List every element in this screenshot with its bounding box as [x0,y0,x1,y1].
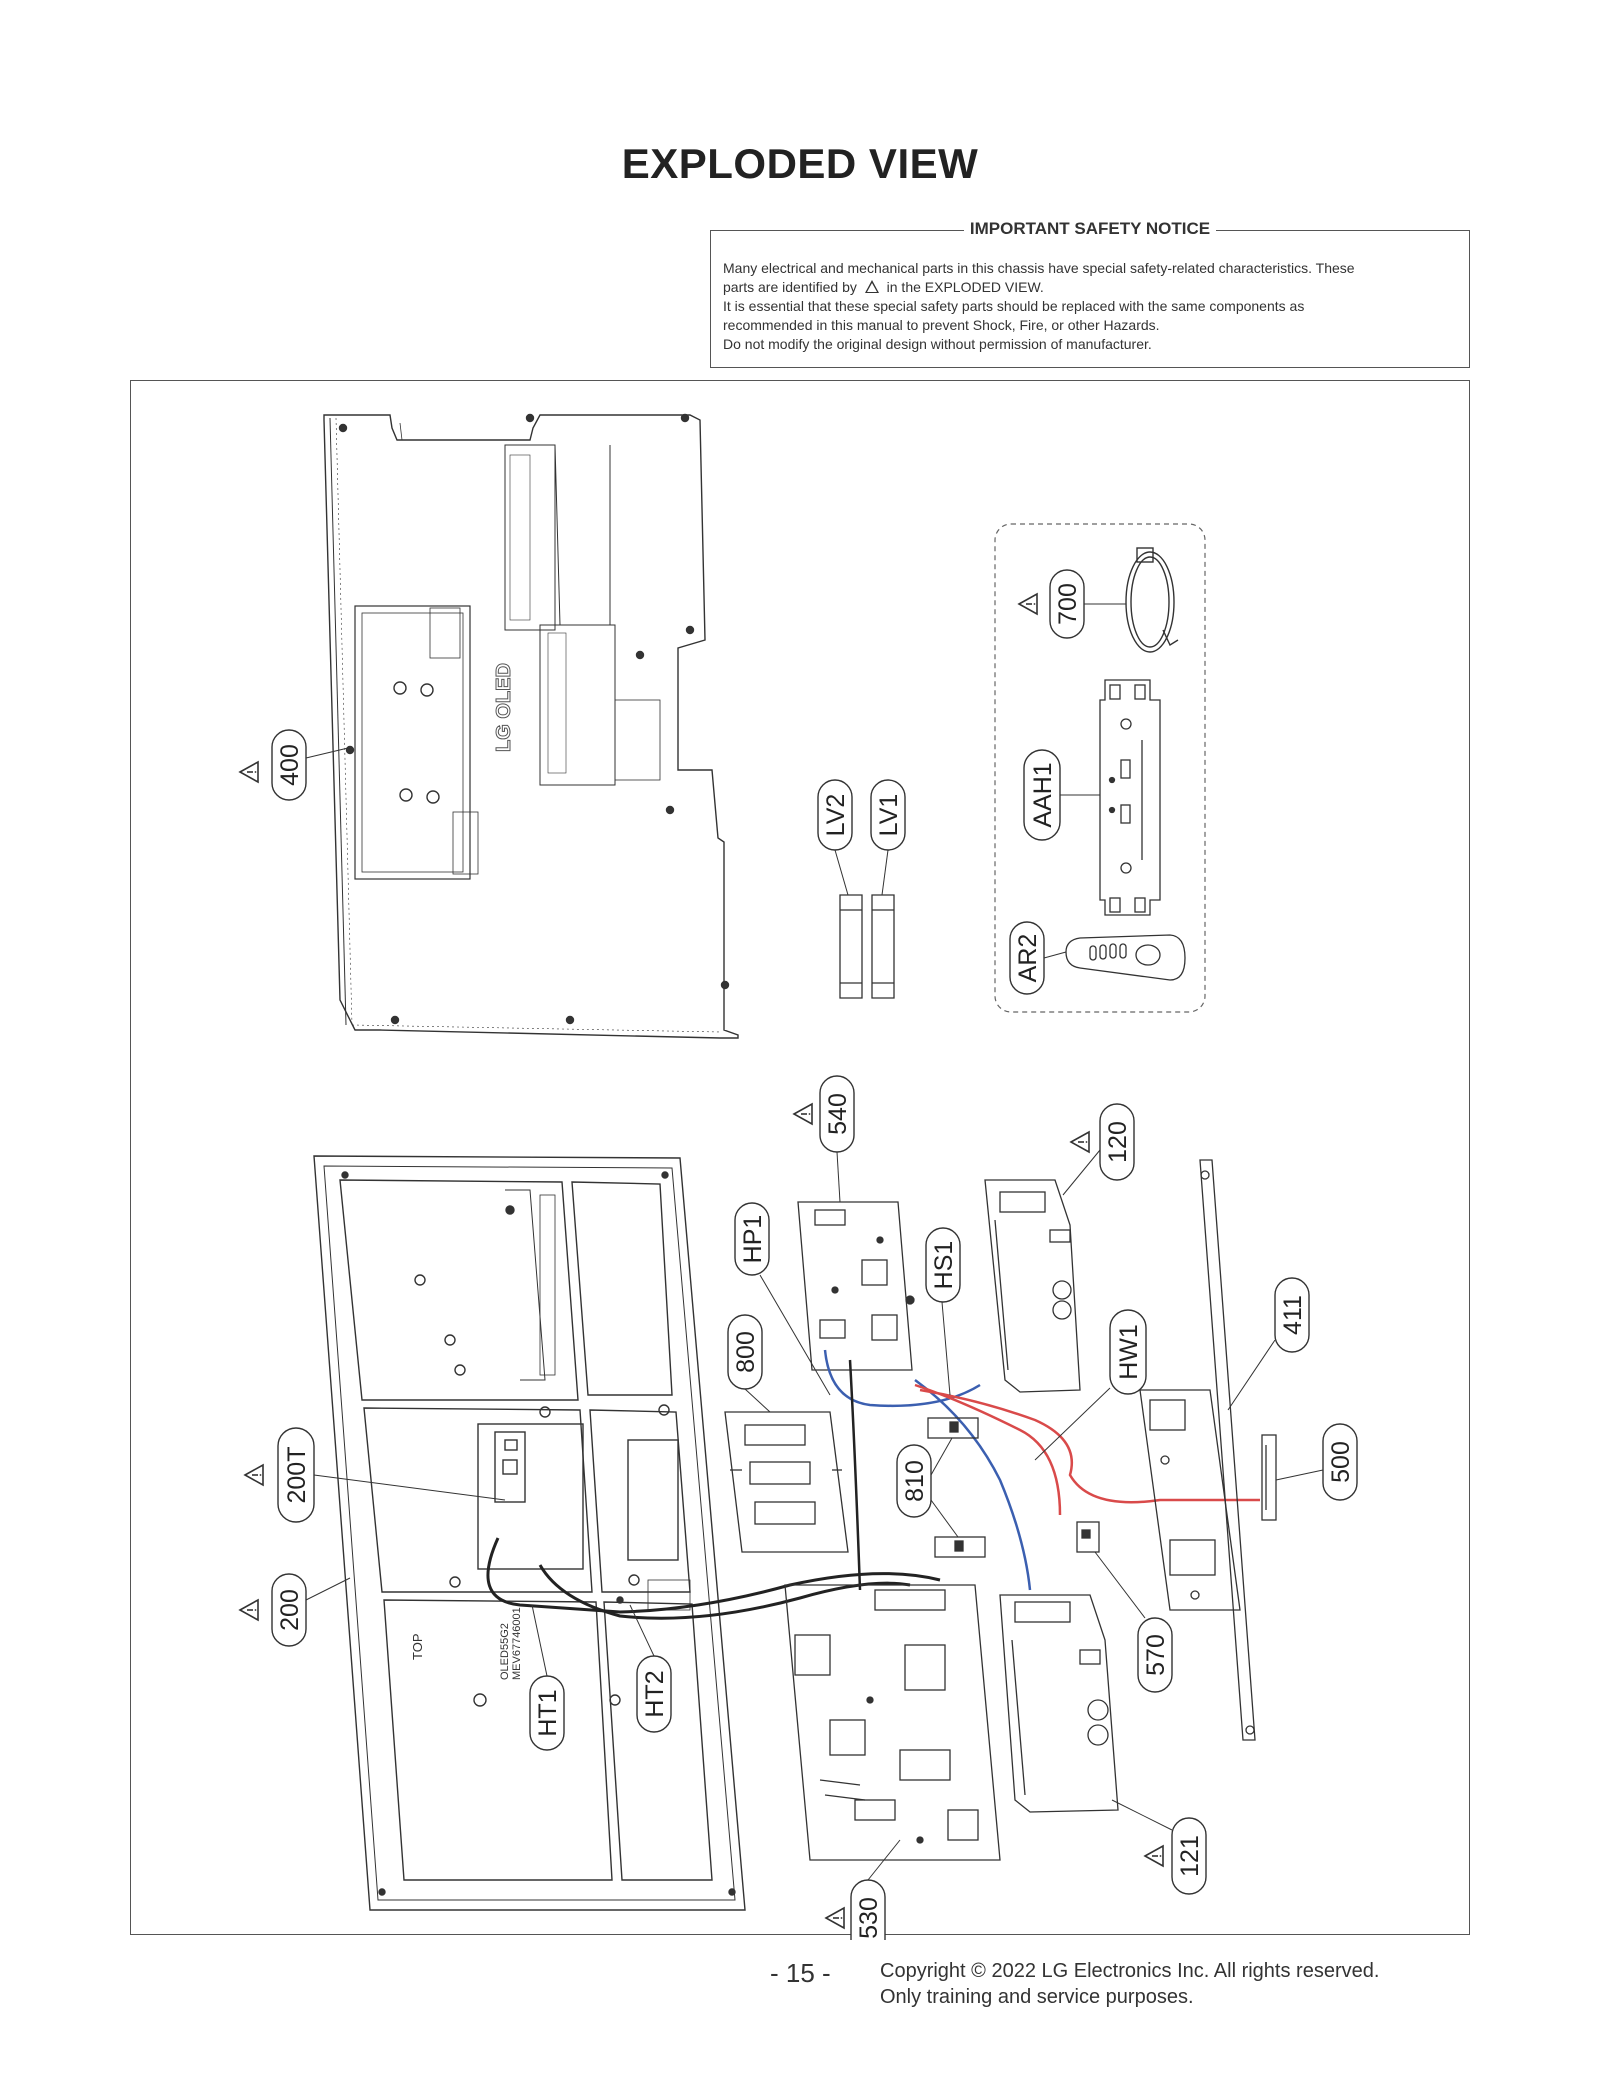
part-500 [1261,1434,1277,1521]
callout-500: 500 [1275,1423,1358,1501]
cover-model-code: OLED55G2 [499,1623,511,1680]
callout-hp1: HP1 [734,1202,831,1396]
svg-text:LV1: LV1 [875,794,903,837]
safety-notice-title: IMPORTANT SAFETY NOTICE [963,219,1217,238]
copyright: Copyright © 2022 LG Electronics Inc. All… [880,1960,1380,2008]
remote-ar2 [1065,934,1186,981]
chassis-200 [313,1155,746,1911]
cover-part-code: MEV67746001 [511,1607,523,1680]
svg-text:LV2: LV2 [822,794,850,837]
callout-200: 200 [239,1573,351,1647]
svg-text:530: 530 [855,1897,883,1939]
svg-text:540: 540 [824,1093,852,1135]
callout-hw1: HW1 [1034,1309,1147,1461]
callout-ar2: AR2 [1009,921,1067,995]
board-530 [784,1584,1001,1861]
wire-black [848,1359,862,1591]
speaker-121 [999,1594,1119,1813]
stand-411 [1139,1159,1256,1741]
callout-120: 120 [1062,1103,1135,1196]
page-title: EXPLODED VIEW [621,140,979,187]
notice-line: Many electrical and mechanical parts in … [723,260,1355,276]
svg-text:HT2: HT2 [641,1670,669,1717]
callout-700: 700 [1018,569,1126,639]
callout-530: 530 [825,1839,901,1940]
callout-aah1: AAH1 [1023,749,1100,841]
svg-text:500: 500 [1327,1441,1355,1483]
notice-line: parts are identified by in the EXPLODED … [723,279,1044,295]
callout-lv1: LV1 [870,779,906,896]
svg-text:HT1: HT1 [534,1689,562,1736]
svg-text:411: 411 [1279,1295,1307,1335]
callout-400: 400 [239,729,349,801]
callout-810: 810 [896,1437,959,1538]
svg-text:HS1: HS1 [930,1241,958,1290]
board-540 [797,1201,915,1371]
svg-text:AR2: AR2 [1014,934,1042,983]
callout-540: 540 [793,1075,855,1203]
callout-411: 411 [1227,1277,1310,1411]
wire-red [914,1383,1260,1516]
cover-top-label: TOP [410,1634,425,1661]
svg-text:121: 121 [1176,1835,1204,1877]
svg-text:AAH1: AAH1 [1029,762,1057,827]
svg-text:800: 800 [732,1331,760,1373]
svg-text:810: 810 [901,1460,929,1502]
safety-notice-box: IMPORTANT SAFETY NOTICE Many electrical … [710,219,1470,368]
speaker-120 [984,1179,1081,1393]
page-number: - 15 - [770,1958,831,1988]
notice-line: recommended in this manual to prevent Sh… [723,317,1160,333]
callout-ht1: HT1 [529,1604,565,1751]
shield-800 [724,1411,849,1553]
safety-notice-body: Many electrical and mechanical parts in … [723,259,1457,354]
exploded-view-diagram: LG OLED 400 700 AAH1 [239,413,1358,1940]
power-cord-700 [1125,547,1179,653]
diagram-frame [130,380,1470,1935]
warning-triangle-icon [864,280,879,293]
ffc-strips-lv [839,894,895,999]
svg-text:HW1: HW1 [1115,1324,1143,1380]
callout-lv2: LV2 [817,779,853,896]
callout-121: 121 [1111,1799,1207,1895]
svg-text:120: 120 [1104,1121,1132,1163]
wall-bracket-aah1 [1099,679,1161,916]
svg-text:200: 200 [276,1589,304,1631]
svg-text:200T: 200T [283,1447,311,1504]
svg-text:700: 700 [1054,583,1082,625]
svg-text:570: 570 [1142,1634,1170,1676]
svg-text:HP1: HP1 [739,1215,767,1264]
callout-200t: 200T [244,1427,506,1523]
callout-hs1: HS1 [925,1227,961,1396]
callout-800: 800 [727,1314,771,1413]
callout-570: 570 [1094,1551,1173,1693]
notice-line: Do not modify the original design withou… [723,336,1152,352]
part-570 [1076,1521,1100,1553]
rear-cover-400 [323,413,739,1039]
notice-line: It is essential that these special safet… [723,298,1305,314]
panel-label: LG OLED [493,663,515,752]
svg-text:400: 400 [276,744,304,786]
board-810 [927,1417,986,1558]
callout-ht2: HT2 [629,1604,672,1733]
